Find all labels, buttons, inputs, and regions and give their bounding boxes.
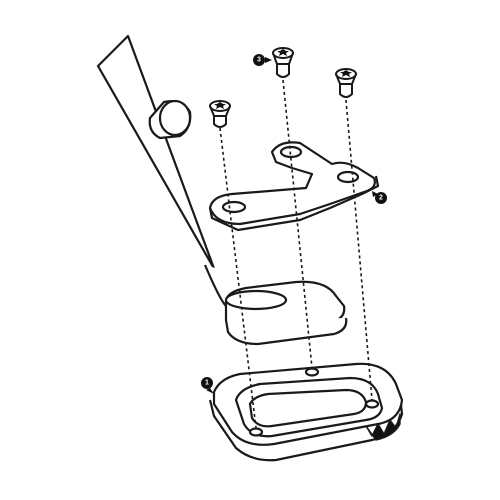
screw-left-socket-icon xyxy=(214,102,226,109)
guide-line-center xyxy=(282,79,313,369)
screws xyxy=(209,47,357,128)
original-foot-side xyxy=(224,317,348,346)
callout-3: 3 xyxy=(253,54,272,66)
callout-2-label: 2 xyxy=(379,195,383,202)
stand-plate-hole-right xyxy=(364,399,380,409)
screw-right-socket-icon xyxy=(340,70,352,77)
callout-3-label: 3 xyxy=(257,57,261,64)
stand-plate xyxy=(208,362,404,462)
screw-center xyxy=(272,47,294,78)
callout-2: 2 xyxy=(372,191,387,204)
stand-plate-teeth xyxy=(365,413,401,441)
screw-right xyxy=(335,68,357,98)
assembly-guides xyxy=(219,79,373,429)
leg-collar xyxy=(224,289,288,311)
guide-line-right xyxy=(345,99,373,401)
bracket xyxy=(208,141,380,232)
kickstand-leg-body xyxy=(96,34,279,302)
screw-left xyxy=(209,100,231,128)
kickstand-stud-cap xyxy=(158,99,192,137)
kickstand-leg xyxy=(96,34,294,308)
screw-center-socket-icon xyxy=(277,49,289,56)
callout-1: 1 xyxy=(201,377,214,394)
bracket-hole-left xyxy=(221,200,247,214)
original-foot xyxy=(224,280,348,346)
stand-plate-hole-left xyxy=(248,427,264,437)
bracket-hole-right xyxy=(336,170,360,184)
callout-1-label: 1 xyxy=(205,380,209,387)
bracket-top xyxy=(208,141,376,226)
stand-plate-hole-center xyxy=(304,367,320,377)
guide-line-left xyxy=(219,127,257,429)
